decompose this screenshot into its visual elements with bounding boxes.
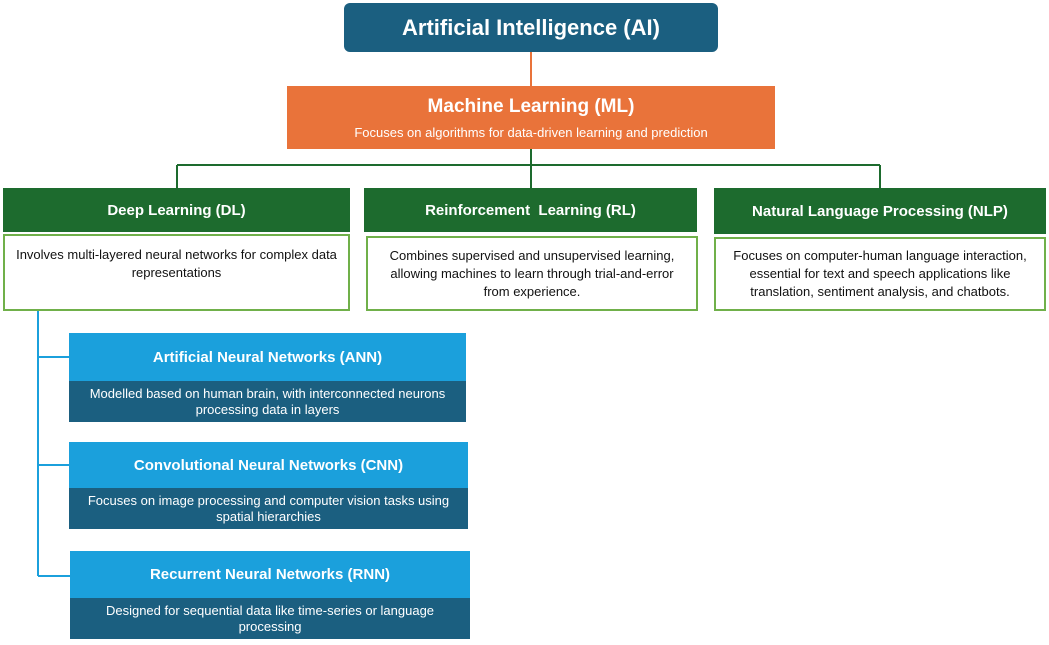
cnn-title-box: Convolutional Neural Networks (CNN) <box>69 442 468 488</box>
ai-title: Artificial Intelligence (AI) <box>402 14 660 40</box>
rl-title: Reinforcement Learning (RL) <box>425 201 636 219</box>
rnn-description: Designed for sequential data like time-s… <box>105 602 435 634</box>
ai-node: Artificial Intelligence (AI) <box>344 3 718 52</box>
nlp-title-box: Natural Language Processing (NLP) <box>714 188 1046 234</box>
rl-description-box: Combines supervised and unsupervised lea… <box>366 236 698 311</box>
dl-description-box: Involves multi-layered neural networks f… <box>3 234 350 311</box>
cnn-title: Convolutional Neural Networks (CNN) <box>133 456 404 474</box>
ann-title-box: Artificial Neural Networks (ANN) <box>69 333 466 381</box>
dl-title-box: Deep Learning (DL) <box>3 188 350 232</box>
dl-description: Involves multi-layered neural networks f… <box>16 247 337 280</box>
rnn-title: Recurrent Neural Networks (RNN) <box>149 566 391 583</box>
rnn-title-box: Recurrent Neural Networks (RNN) <box>70 551 470 598</box>
ann-description: Modelled based on human brain, with inte… <box>89 385 446 417</box>
cnn-description-box: Focuses on image processing and computer… <box>69 488 468 529</box>
nlp-title: Natural Language Processing (NLP) <box>752 202 1008 220</box>
ann-description-box: Modelled based on human brain, with inte… <box>69 381 466 422</box>
cnn-description: Focuses on image processing and computer… <box>87 492 450 524</box>
rnn-description-box: Designed for sequential data like time-s… <box>70 598 470 639</box>
ml-description: Focuses on algorithms for data-driven le… <box>354 124 708 140</box>
ann-title: Artificial Neural Networks (ANN) <box>152 348 383 366</box>
rl-description: Combines supervised and unsupervised lea… <box>389 247 675 299</box>
nlp-description: Focuses on computer-human language inter… <box>733 248 1027 299</box>
ml-title: Machine Learning (ML) <box>427 95 635 117</box>
nlp-description-box: Focuses on computer-human language inter… <box>714 237 1046 311</box>
ml-node: Machine Learning (ML) Focuses on algorit… <box>287 86 775 149</box>
dl-title: Deep Learning (DL) <box>107 201 246 219</box>
rl-title-box: Reinforcement Learning (RL) <box>364 188 697 232</box>
